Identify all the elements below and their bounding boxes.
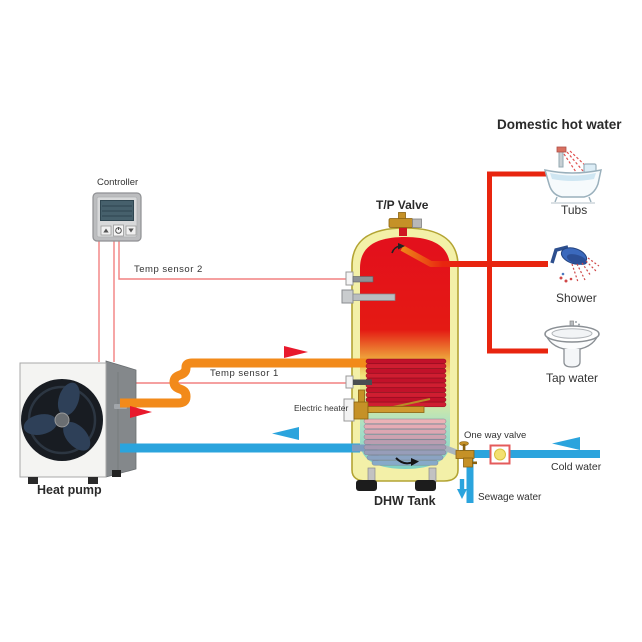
sensor-wires [98, 241, 352, 384]
controller-label: Controller [97, 177, 139, 188]
tub-foot-right [588, 196, 592, 203]
tubs-label: Tubs [561, 203, 588, 217]
cold-water-label: Cold water [551, 461, 602, 473]
controller-device [92, 192, 142, 242]
tee-valve-stem [462, 444, 466, 451]
sewage-water-label: Sewage water [478, 492, 542, 503]
down-arrow-icon [128, 228, 134, 233]
coil-loop [365, 397, 447, 403]
heater-stub [358, 389, 365, 404]
heat-pump-label: Heat pump [37, 483, 102, 497]
tap-water-icon [544, 320, 600, 368]
coil-loop [363, 423, 447, 430]
coil-loop [365, 373, 447, 379]
coil-loop [365, 363, 447, 369]
sensor-port-1-flange [345, 375, 354, 389]
sewage-flow-arrow [457, 479, 467, 499]
fan-blades [23, 382, 91, 451]
coil-loop [363, 439, 447, 445]
tub-water [550, 173, 596, 181]
anode-port-flange [341, 289, 354, 304]
hot-flow-arrow-2 [284, 346, 308, 358]
hot-flow-arrow-1 [130, 406, 152, 418]
tank-peg-right [428, 467, 437, 483]
coil-loop [363, 434, 447, 440]
tp-valve-cap [412, 218, 422, 228]
controller-power-button[interactable] [113, 224, 124, 237]
sensor-port-2-flange [345, 271, 354, 286]
coil-loop [365, 358, 447, 364]
controller-screen-lines [102, 205, 132, 217]
tub-foot-left [554, 196, 558, 203]
one-way-valve-ball [494, 448, 506, 461]
hot-outlet-pipe [400, 245, 548, 267]
sink-pedestal [563, 349, 581, 368]
heater-element-icon [367, 406, 425, 413]
shower-arm [550, 245, 569, 264]
temp-sensor-2-wire [118, 241, 352, 280]
hot-supply-pipe [120, 358, 368, 408]
coil-loop [365, 392, 447, 398]
tank-bottom-swirl-arrowhead [411, 458, 419, 466]
tp-valve-fitting [388, 212, 422, 236]
anode-rod [352, 293, 396, 301]
shower-label: Shower [556, 291, 597, 305]
shower-drops [559, 276, 573, 283]
sensor-port-1-stub [353, 379, 372, 385]
tank-peg-left [367, 467, 376, 483]
tee-valve-body [455, 450, 475, 459]
sink-basin [551, 328, 593, 339]
tp-valve-body-icon [388, 218, 414, 228]
tp-valve-stem [399, 227, 407, 236]
dhw-trunk-pipe [487, 171, 548, 354]
coil-loop [365, 368, 447, 374]
coil-loop [365, 382, 447, 388]
temp-sensor-2-label: Temp sensor 2 [134, 264, 203, 275]
tap-water-label: Tap water [546, 371, 599, 385]
shower-face [566, 254, 588, 265]
coil-loop [366, 455, 444, 461]
heat-exchanger-coil-lower [363, 418, 447, 466]
heat-pump-foot-left [28, 477, 38, 484]
dhw-tank-label: DHW Tank [374, 494, 436, 508]
up-arrow-icon [103, 228, 109, 233]
heat-pump-unit [19, 360, 137, 484]
shower-spray [571, 257, 600, 283]
domestic-hot-water-label: Domestic hot water [497, 117, 622, 132]
domestic-hot-piping [400, 171, 548, 354]
coil-loop [365, 377, 447, 384]
drain-valve-handle [472, 461, 477, 465]
shower-drop-blue [561, 272, 565, 276]
heat-pump-foot-rear [112, 470, 121, 477]
tp-valve-label: T/P Valve [376, 198, 429, 212]
shower-icon [550, 245, 600, 283]
tank-top-swirl-arrowhead [398, 243, 405, 250]
flow-arrows [130, 243, 580, 499]
heater-body [353, 401, 369, 420]
cold-flow-arrow [552, 437, 580, 450]
coil-loop [363, 444, 447, 450]
one-way-valve-label: One way valve [464, 430, 527, 441]
electric-heater-label: Electric heater [294, 403, 349, 413]
coil-loop [365, 387, 447, 393]
heat-pump-foot-right [88, 477, 98, 484]
heat-exchanger-coil-upper [365, 358, 447, 408]
valve-assembly [455, 441, 511, 468]
tank-foot-right [415, 480, 436, 491]
heat-pump-side-panel [105, 360, 137, 478]
tank-foot-left [356, 480, 377, 491]
tub-faucet [558, 149, 564, 168]
coil-loop [363, 418, 447, 424]
tub-faucet-head [556, 146, 567, 153]
fan-hub [54, 412, 70, 428]
coil-loop [363, 449, 447, 456]
temp-sensor-1-label: Temp sensor 1 [210, 368, 279, 379]
coil-loop [363, 429, 447, 435]
return-flow-arrow [272, 427, 299, 440]
tub-icon [543, 146, 602, 204]
drain-valve-body [463, 457, 473, 468]
tank-fittings [341, 271, 437, 491]
sensor-port-2-stub [352, 276, 374, 283]
